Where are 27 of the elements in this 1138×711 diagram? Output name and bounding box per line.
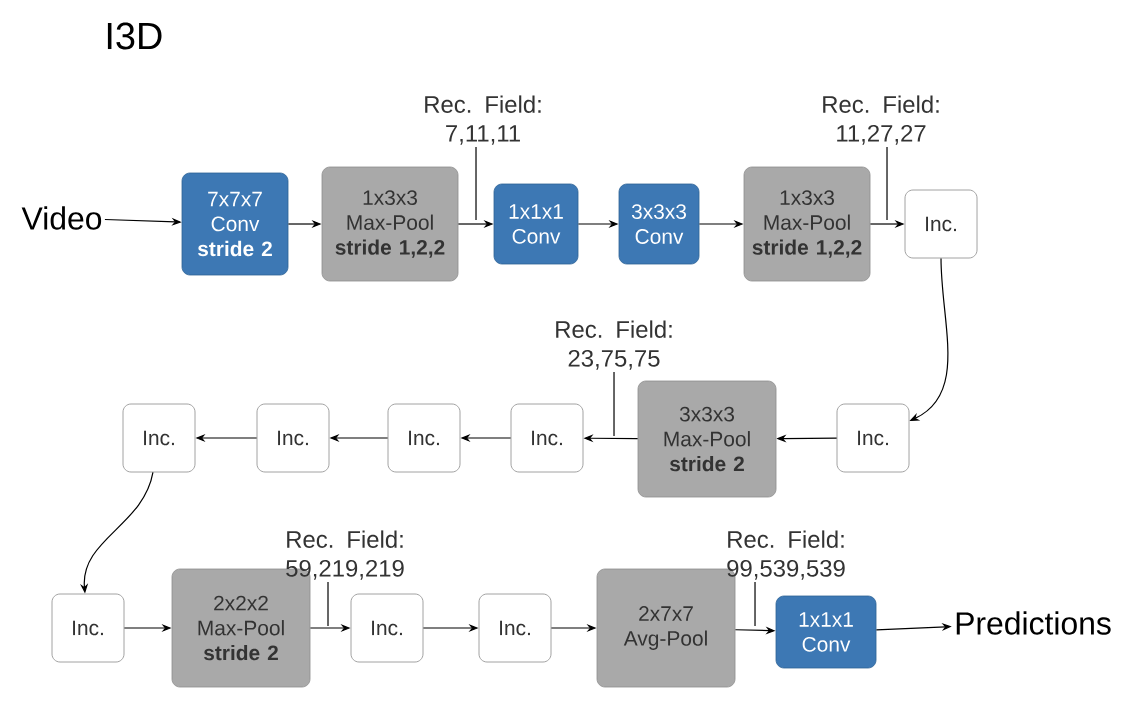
inception-box: Inc.: [478, 593, 552, 663]
inception-box: Inc.: [256, 403, 330, 473]
io-label: Video: [21, 206, 102, 230]
leader-line: [327, 581, 329, 627]
receptive-field-label: Rec. Field: 11,27,27: [823, 95, 939, 145]
inception-box: Inc.: [510, 403, 584, 473]
inception-box: Inc.: [51, 593, 125, 663]
leader-line: [754, 581, 756, 627]
conv-box: 1x1x1 Conv: [775, 595, 877, 669]
inception-box: Inc.: [350, 593, 424, 663]
conv-box: 7x7x7 Conv stride 2: [181, 172, 289, 276]
inception-box: Inc.: [836, 403, 910, 473]
inception-box: Inc.: [387, 403, 461, 473]
io-label: Predictions: [956, 611, 1111, 635]
pool-box: 1x3x3 Max-Pool stride 1,2,2: [321, 166, 459, 282]
title: I3D: [107, 22, 162, 50]
pool-box: 3x3x3 Max-Pool stride 2: [637, 380, 777, 498]
inception-box: Inc.: [904, 189, 978, 259]
receptive-field-label: Rec. Field: 7,11,11: [425, 95, 541, 145]
pool-box: 1x3x3 Max-Pool stride 1,2,2: [743, 166, 871, 282]
leader-line: [475, 146, 477, 221]
conv-box: 3x3x3 Conv: [618, 183, 700, 265]
leader-line: [886, 146, 888, 221]
inception-box: Inc.: [122, 403, 196, 473]
conv-box: 1x1x1 Conv: [493, 183, 579, 265]
receptive-field-label: Rec. Field: 23,75,75: [556, 320, 672, 370]
leader-line: [613, 371, 615, 437]
